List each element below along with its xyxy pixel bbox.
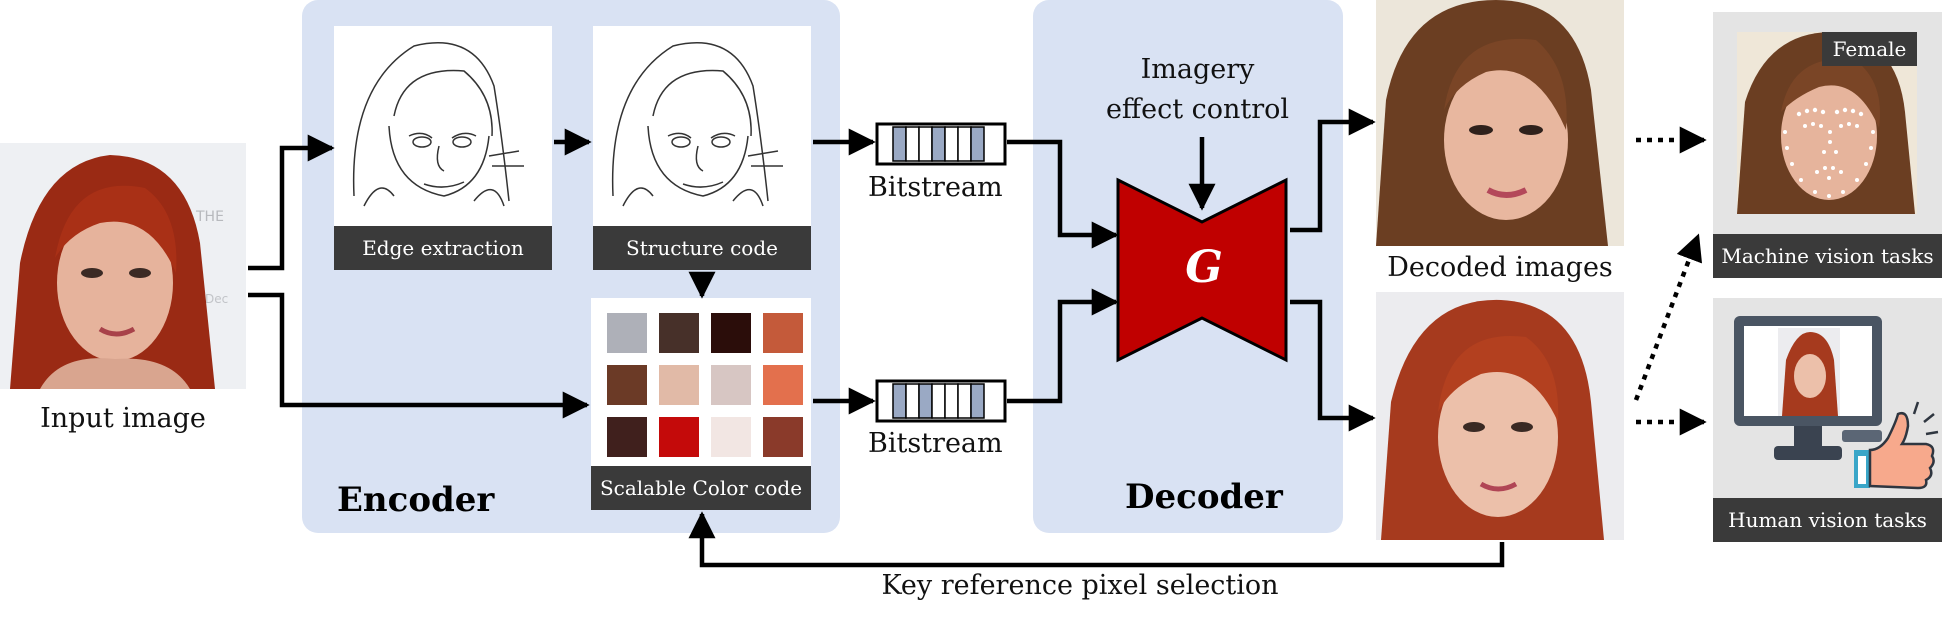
color-swatch [607, 365, 647, 405]
color-swatch [659, 313, 699, 353]
color-swatch [763, 313, 803, 353]
svg-text:THE: THE [195, 209, 224, 225]
edge-extraction-image [334, 26, 552, 226]
monitor-thumbs-up-icon [1730, 310, 1942, 496]
svg-text:Dec: Dec [205, 292, 228, 306]
decoder-title: Decoder [1125, 477, 1283, 517]
imagery-effect-line1: Imagery [1140, 54, 1255, 85]
generator-label: G [1185, 242, 1223, 293]
generator-shape [1116, 177, 1288, 363]
color-swatch [607, 417, 647, 457]
bitstream-top-label: Bitstream [868, 172, 1003, 203]
input-image: THE Dec [0, 143, 246, 389]
female-tag: Female [1822, 32, 1917, 66]
input-image-caption: Input image [40, 403, 206, 434]
scalable-color-code-label: Scalable Color code [591, 466, 811, 510]
bitstream-bottom-label: Bitstream [868, 428, 1003, 459]
decoded-image-bottom [1376, 292, 1624, 540]
color-swatch [659, 365, 699, 405]
edge-extraction-label: Edge extraction [334, 226, 552, 270]
machine-vision-label: Machine vision tasks [1713, 234, 1942, 278]
bitstream-top-queue [875, 122, 1007, 166]
human-vision-label: Human vision tasks [1713, 498, 1942, 542]
color-swatch [711, 313, 751, 353]
decoded-images-caption: Decoded images [1387, 252, 1613, 283]
bitstream-bottom-queue [875, 379, 1007, 423]
color-swatch [607, 313, 647, 353]
color-swatch [711, 417, 751, 457]
key-reference-caption: Key reference pixel selection [881, 570, 1279, 601]
structure-code-label: Structure code [593, 226, 811, 270]
color-swatch [763, 417, 803, 457]
decoded-image-top [1376, 0, 1624, 246]
color-swatch [763, 365, 803, 405]
structure-code-image [593, 26, 811, 226]
color-swatch [659, 417, 699, 457]
encoder-title: Encoder [337, 480, 495, 520]
color-swatch [711, 365, 751, 405]
imagery-effect-line2: effect control [1105, 94, 1290, 125]
